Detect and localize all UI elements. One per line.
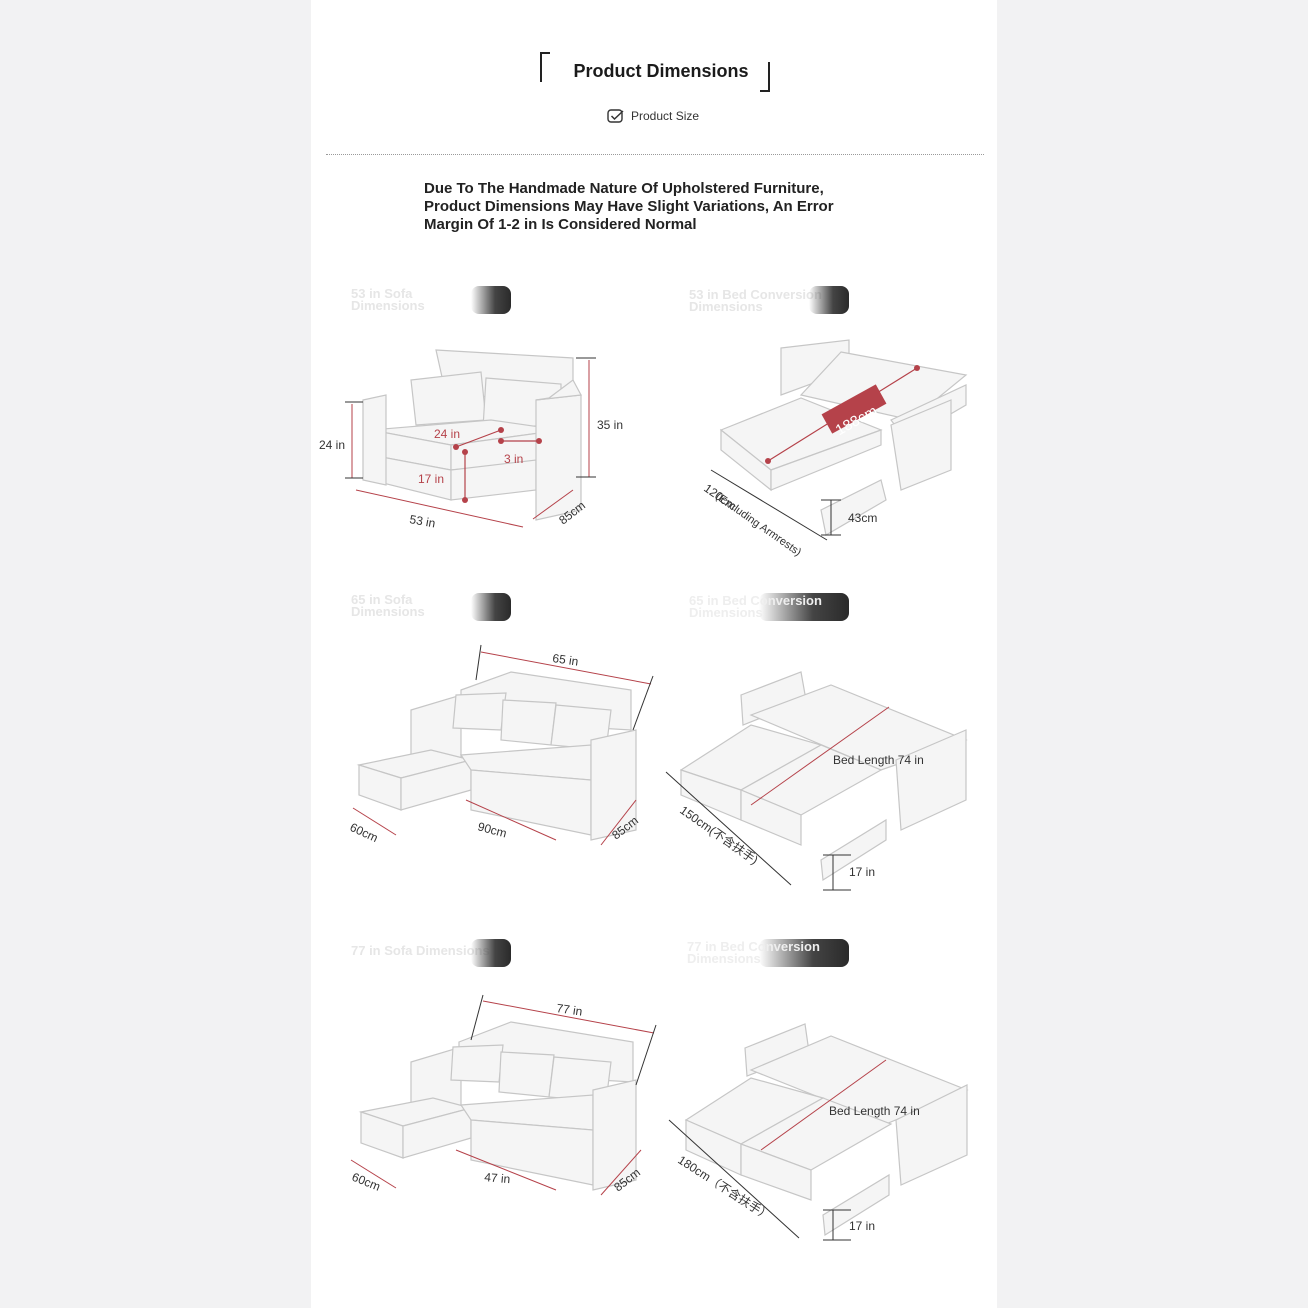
title-bracket-right <box>760 62 770 92</box>
sofa-53-dimension-lines <box>345 357 596 528</box>
section-pill-77-sofa <box>471 939 511 967</box>
checkbox-icon <box>607 109 624 123</box>
sofa-65-ottoman: 60cm <box>348 820 381 845</box>
sofa-65-illustration <box>356 671 637 841</box>
section-pill-53-bed <box>809 286 849 314</box>
sofa-77-seat: 47 in <box>484 1170 511 1186</box>
bed-53-dimension-lines <box>710 365 920 541</box>
bed-77-length: Bed Length 74 in <box>829 1104 920 1118</box>
notice-line-2: Product Dimensions May Have Slight Varia… <box>424 198 834 215</box>
bed-65-illustration <box>679 671 968 882</box>
section-pill-77-bed <box>759 939 849 967</box>
section-pill-53-sofa <box>471 286 511 314</box>
sofa-53-seat-depth: 24 in <box>434 427 460 441</box>
page-subtitle: Product Size <box>607 108 699 124</box>
page-title: Product Dimensions <box>573 61 749 81</box>
title-bracket-left <box>540 52 550 82</box>
sofa-77-width: 77 in <box>556 1001 584 1018</box>
sofa-77-illustration <box>358 1021 637 1191</box>
sofa-65-dimension-lines <box>352 644 654 846</box>
sofa-53-height-arm: 24 in <box>319 438 345 452</box>
section-divider <box>326 154 984 155</box>
section-pill-65-bed <box>759 593 849 621</box>
sofa-53-arm-width: 3 in <box>504 452 523 466</box>
sofa-53-width: 53 in <box>408 512 436 530</box>
sofa-77-dimension-lines <box>350 994 657 1196</box>
bed-65-dimension-lines <box>665 706 890 891</box>
notice-line-1: Due To The Handmade Nature Of Upholstere… <box>424 180 824 197</box>
section-pill-65-sofa <box>471 593 511 621</box>
sofa-65-seat: 90cm <box>476 819 508 840</box>
bed-65-height: 17 in <box>849 865 875 879</box>
sofa-53-height-total: 35 in <box>597 418 623 432</box>
bed-53-width-note: (Excluding Armrests) <box>713 491 803 559</box>
bed-53-height: 43cm <box>848 511 877 525</box>
sofa-53-illustration <box>362 349 582 521</box>
subtitle-text: Product Size <box>631 109 700 123</box>
notice-line-3: Margin Of 1-2 in Is Considered Normal <box>424 216 697 233</box>
sofa-77-ottoman: 60cm <box>350 1170 382 1194</box>
bed-77-dimension-lines <box>668 1059 887 1241</box>
bed-65-length: Bed Length 74 in <box>833 753 924 767</box>
sofa-53-seat-height: 17 in <box>418 472 444 486</box>
dimension-diagrams: 35 in 24 in 53 in 85cm 24 in 3 in 17 in … <box>319 339 969 1241</box>
bed-77-illustration <box>684 1023 969 1237</box>
section-title-77-sofa: 77 in Sofa Dimensions <box>351 943 490 958</box>
tolerance-notice: Due To The Handmade Nature Of Upholstere… <box>424 180 884 234</box>
product-dimensions-page: Product Dimensions Product Size Due To T… <box>311 0 997 1308</box>
bed-77-height: 17 in <box>849 1219 875 1233</box>
sofa-65-width: 65 in <box>552 651 580 668</box>
